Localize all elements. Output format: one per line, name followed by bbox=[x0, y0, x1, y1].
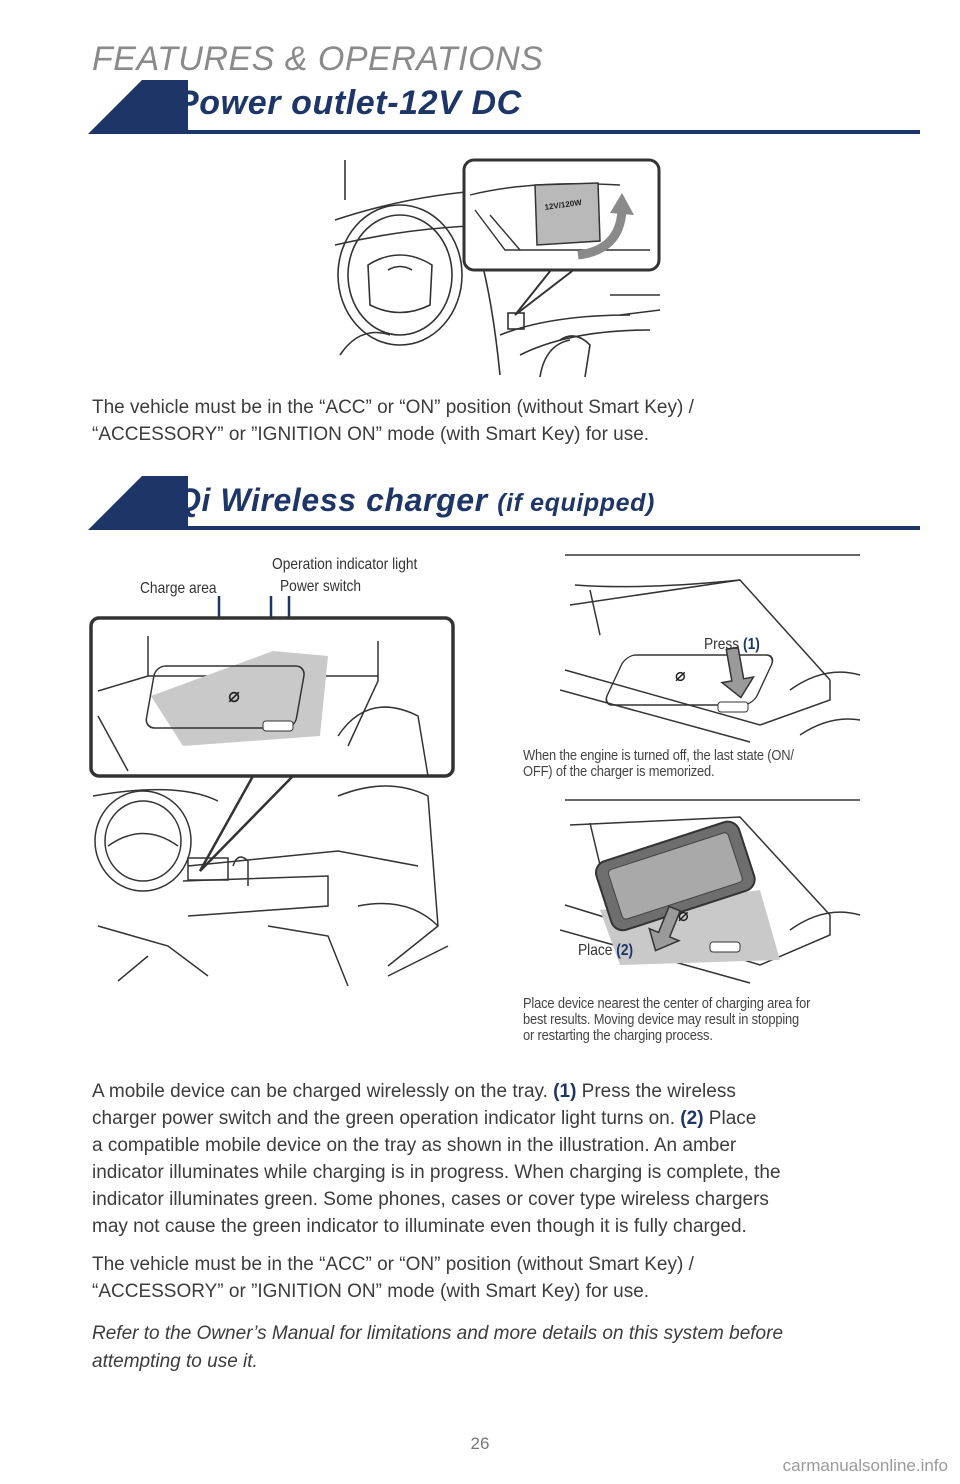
paragraph-line: “ACCESSORY” or ”IGNITION ON” mode (with … bbox=[92, 1281, 650, 1302]
operation-indicator-label: Operation indicator light bbox=[272, 556, 418, 573]
caption-memorized: When the engine is turned off, the last … bbox=[523, 748, 794, 780]
paragraph-line: The vehicle must be in the “ACC” or “ON”… bbox=[92, 1254, 694, 1275]
section-header-power-outlet: Power outlet-12V DC bbox=[88, 80, 920, 134]
text-span: Place bbox=[703, 1108, 757, 1129]
site-watermark: carmanualsonline.info bbox=[782, 1456, 948, 1475]
section-divider bbox=[148, 130, 920, 134]
place-label: Place (2) bbox=[578, 942, 633, 960]
text-span: charger power switch and the green opera… bbox=[92, 1108, 681, 1129]
note-line: Refer to the Owner’s Manual for limitati… bbox=[92, 1323, 784, 1344]
section-tab-decoration bbox=[88, 476, 188, 530]
place-device-illustration: ⌀ bbox=[560, 799, 860, 984]
section-title-text: Qi Wireless charger bbox=[176, 482, 488, 518]
caption-line: When the engine is turned off, the last … bbox=[523, 747, 794, 764]
power-outlet-text-line: “ACCESSORY” or ”IGNITION ON” mode (with … bbox=[92, 424, 650, 445]
paragraph-line: indicator illuminates while charging is … bbox=[92, 1162, 781, 1183]
paragraph-line: a compatible mobile device on the tray a… bbox=[92, 1135, 737, 1156]
power-outlet-description: The vehicle must be in the “ACC” or “ON”… bbox=[92, 394, 694, 448]
section-divider bbox=[148, 526, 920, 530]
press-step-number: (1) bbox=[743, 636, 760, 653]
smartphone-icon bbox=[594, 820, 756, 932]
power-outlet-illustration: 12V/120W bbox=[334, 158, 661, 377]
section-title-suffix: (if equipped) bbox=[497, 489, 655, 517]
text-span: Press the wireless bbox=[576, 1081, 736, 1102]
caption-line: Place device nearest the center of charg… bbox=[523, 995, 811, 1012]
place-label-text: Place bbox=[578, 942, 613, 959]
press-label-text: Press bbox=[704, 636, 740, 653]
paragraph-line: A mobile device can be charged wirelessl… bbox=[92, 1078, 781, 1105]
note-line: attempting to use it. bbox=[92, 1351, 258, 1372]
section-title-power-outlet: Power outlet-12V DC bbox=[176, 84, 522, 122]
wireless-charger-console-illustration: ⌀ bbox=[89, 596, 455, 987]
owners-manual-note: Refer to the Owner’s Manual for limitati… bbox=[92, 1320, 783, 1376]
caption-line: or restarting the charging process. bbox=[523, 1027, 713, 1044]
press-label: Press (1) bbox=[704, 636, 760, 654]
paragraph-line: indicator illuminates green. Some phones… bbox=[92, 1189, 769, 1210]
power-outlet-text-line: The vehicle must be in the “ACC” or “ON”… bbox=[92, 397, 694, 418]
paragraph-line: charger power switch and the green opera… bbox=[92, 1105, 781, 1132]
section-header-wireless-charger: Qi Wireless charger (if equipped) bbox=[88, 476, 920, 530]
section-title-wireless-charger: Qi Wireless charger (if equipped) bbox=[176, 482, 655, 519]
step-number: (1) bbox=[553, 1081, 577, 1102]
caption-place-device: Place device nearest the center of charg… bbox=[523, 996, 810, 1044]
open-arrow-icon bbox=[610, 193, 634, 215]
section-tab-decoration bbox=[88, 80, 188, 134]
wireless-charging-icon: ⌀ bbox=[228, 683, 240, 707]
page-category-header: FEATURES & OPERATIONS bbox=[92, 40, 544, 78]
press-arrow-icon bbox=[720, 646, 756, 699]
wireless-charging-icon: ⌀ bbox=[675, 665, 686, 686]
paragraph-line: may not cause the green indicator to ill… bbox=[92, 1216, 747, 1237]
press-power-switch-illustration: ⌀ bbox=[560, 554, 860, 743]
power-switch-label: Power switch bbox=[280, 578, 362, 595]
text-span: A mobile device can be charged wirelessl… bbox=[92, 1081, 554, 1102]
wireless-charger-description: A mobile device can be charged wirelessl… bbox=[92, 1078, 781, 1240]
caption-line: OFF) of the charger is memorized. bbox=[523, 763, 715, 780]
wireless-charger-usage-condition: The vehicle must be in the “ACC” or “ON”… bbox=[92, 1251, 694, 1305]
place-arrow-icon bbox=[648, 905, 682, 952]
caption-line: best results. Moving device may result i… bbox=[523, 1011, 800, 1028]
place-step-number: (2) bbox=[616, 942, 634, 959]
charge-area-label: Charge area bbox=[140, 580, 217, 597]
step-number: (2) bbox=[680, 1108, 704, 1129]
wireless-charging-icon: ⌀ bbox=[678, 905, 689, 926]
page-number: 26 bbox=[470, 1434, 490, 1453]
